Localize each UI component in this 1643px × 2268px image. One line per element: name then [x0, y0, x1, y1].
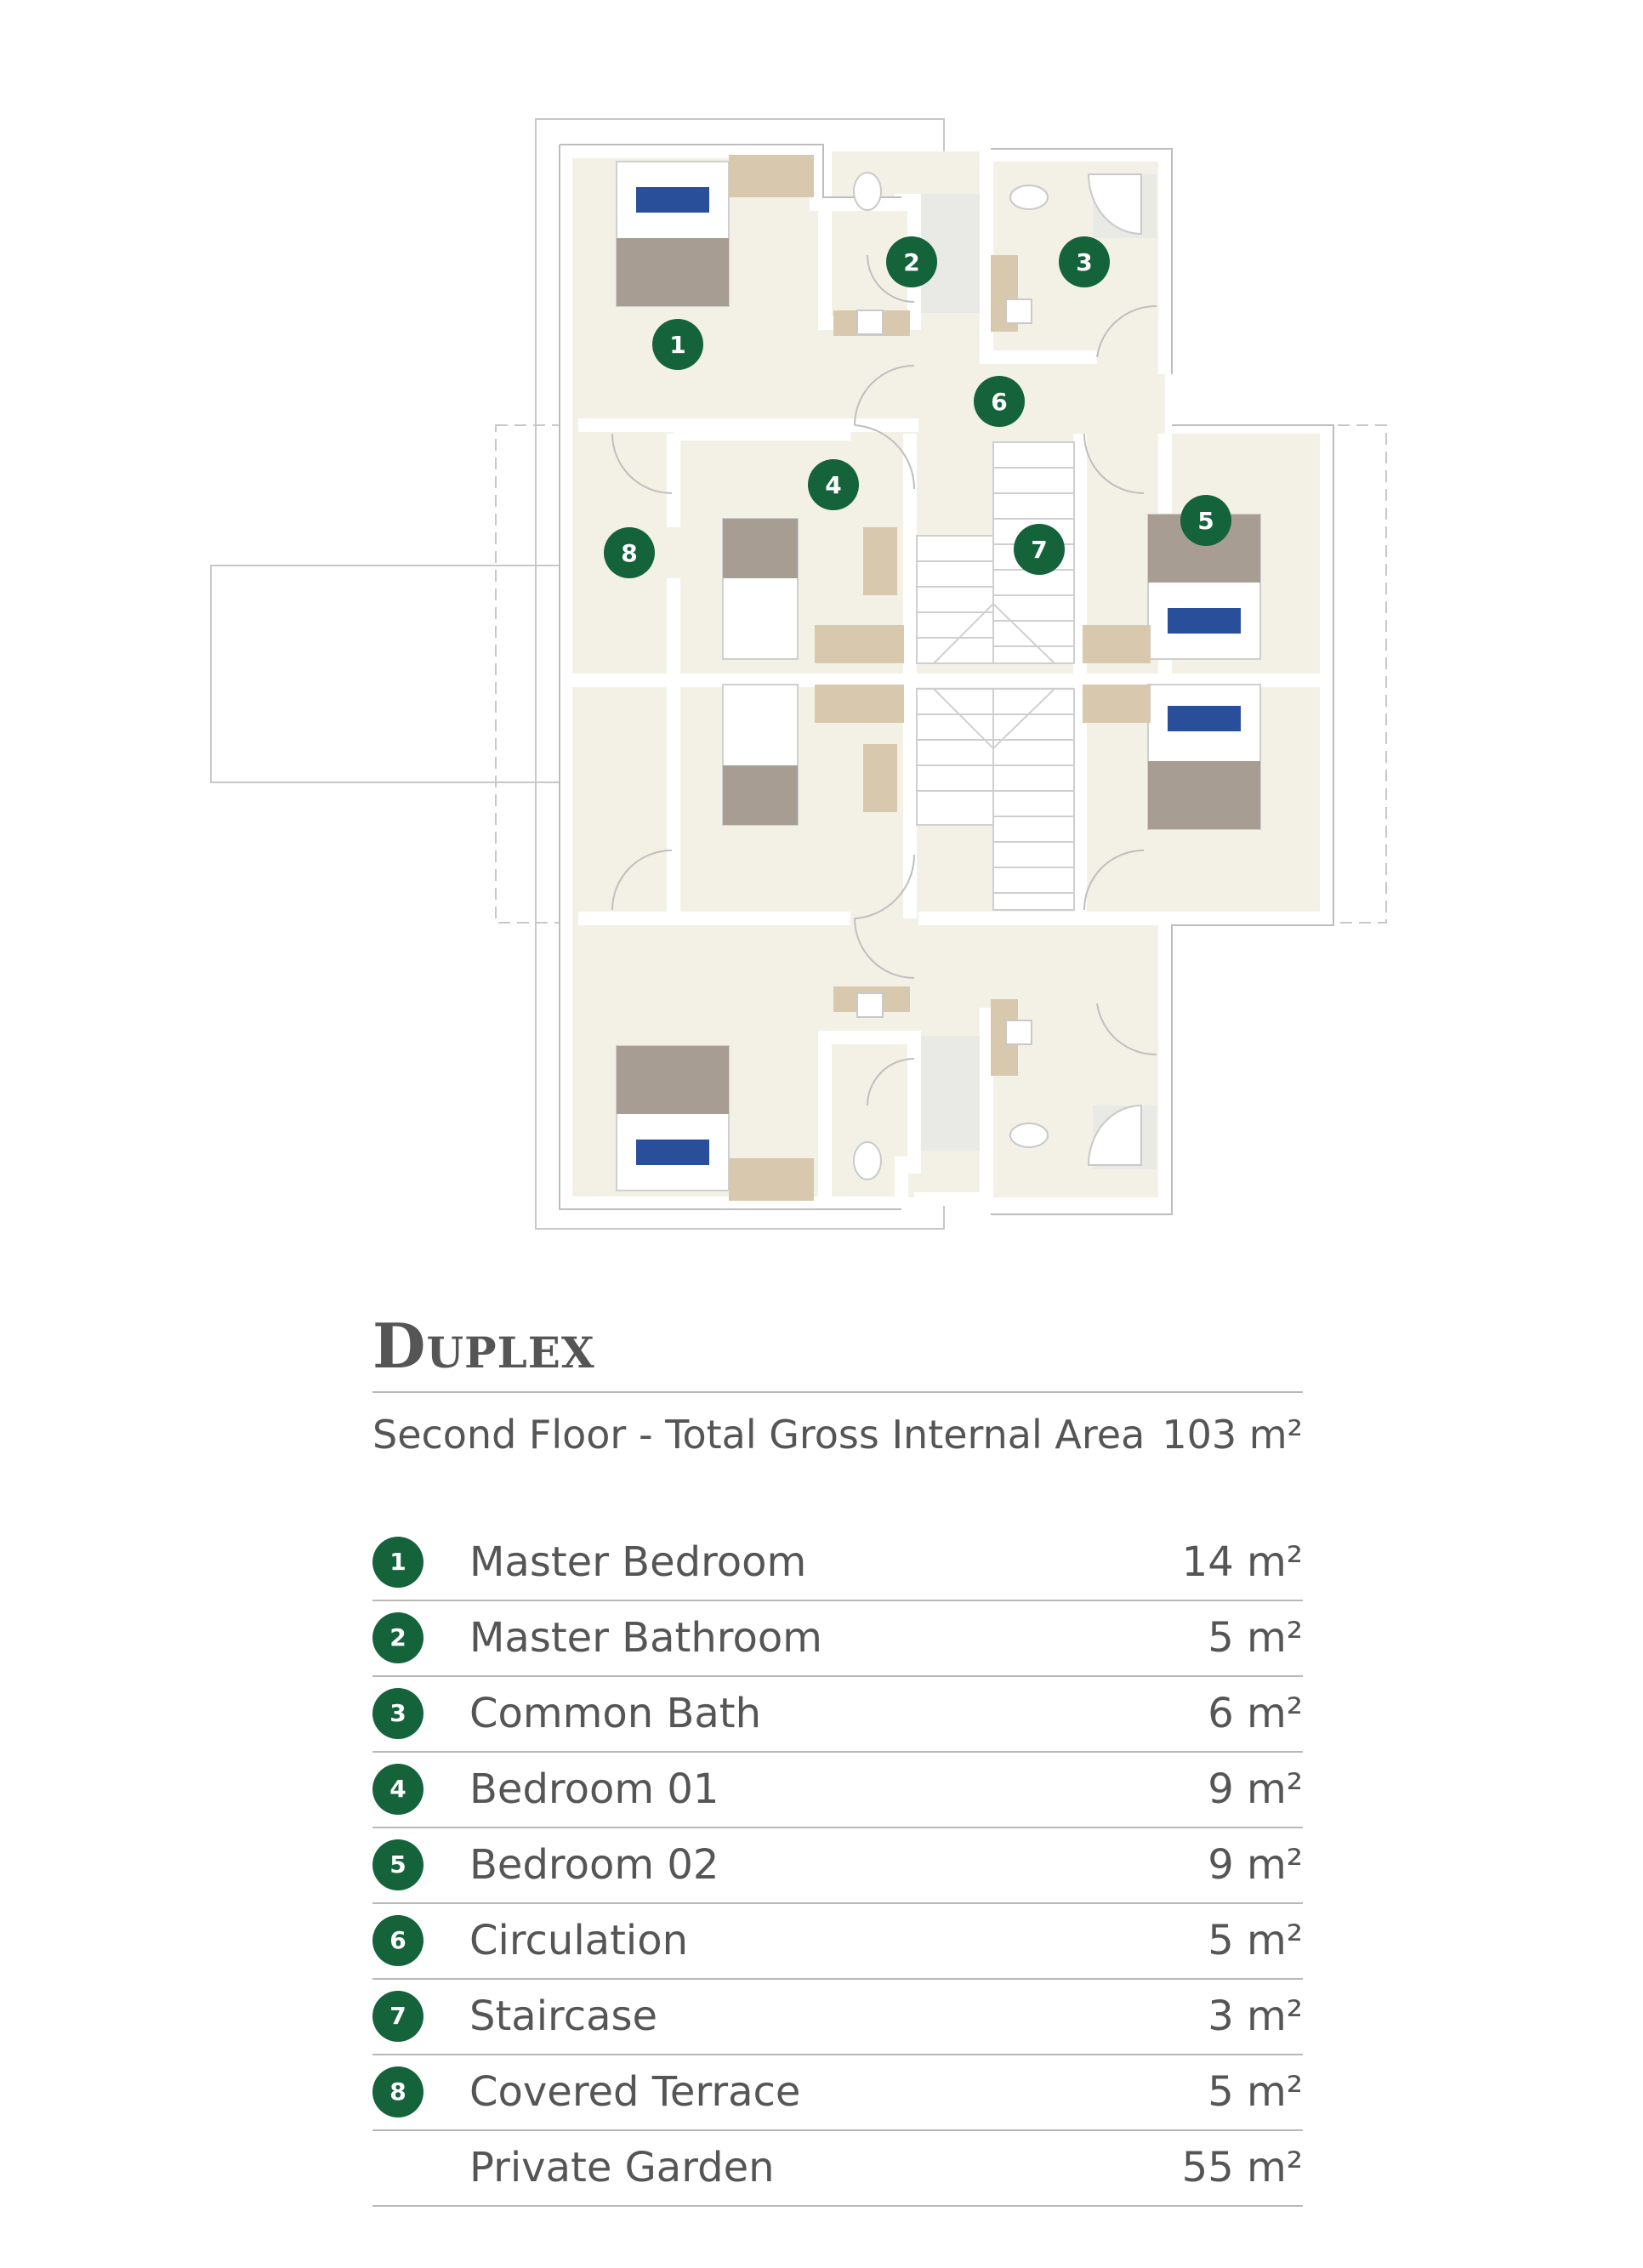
- room-row: 8 Covered Terrace 5 m²: [372, 2056, 1303, 2131]
- bed-icon: [722, 684, 799, 826]
- room-name: Bedroom 02: [469, 1841, 719, 1889]
- room-row: 1 Master Bedroom 14 m²: [372, 1526, 1303, 1601]
- room-marker-label: 1: [669, 331, 685, 359]
- bed-icon: [1147, 684, 1261, 830]
- walls: [559, 145, 1333, 1214]
- room-name: Circulation: [469, 1917, 689, 1964]
- room-marker-label: 6: [991, 388, 1007, 416]
- room-area: 55 m²: [1181, 2144, 1303, 2191]
- door-swings: [611, 254, 1157, 1106]
- room-area: 5 m²: [1208, 1614, 1303, 1662]
- room-marker-6: [974, 376, 1025, 427]
- title-divider: [372, 1391, 1303, 1393]
- wardrobes: [729, 155, 1151, 1201]
- room-area: 14 m²: [1181, 1538, 1303, 1586]
- room-list: 1 Master Bedroom 14 m² 2 Master Bathroom…: [372, 1526, 1303, 2208]
- room-name: Staircase: [469, 1992, 658, 2040]
- room-marker-label: 7: [1031, 536, 1047, 564]
- room-marker-7: [1014, 524, 1065, 575]
- room-marker-5: [1180, 495, 1231, 546]
- room-marker-label: 8: [621, 539, 637, 567]
- room-marker-3: [1059, 236, 1110, 287]
- room-number-badge: 5: [372, 1839, 424, 1890]
- room-name: Common Bath: [469, 1690, 762, 1737]
- page-title: Duplex: [372, 1310, 595, 1382]
- room-marker-label: 5: [1197, 507, 1214, 535]
- room-number-badge: 2: [372, 1612, 424, 1663]
- room-area: 9 m²: [1208, 1841, 1303, 1889]
- shower-tray-icon: [1087, 173, 1142, 1166]
- room-number-badge: 7: [372, 1991, 424, 2042]
- room-marker-2: [886, 236, 937, 287]
- floor-plan: 1 2 3 4 5 6 7 8: [210, 118, 1387, 1230]
- room-marker-8: [604, 527, 655, 578]
- room-row: 3 Common Bath 6 m²: [372, 1678, 1303, 1753]
- room-marker-label: 2: [903, 248, 919, 276]
- room-number-badge: 1: [372, 1537, 424, 1588]
- wall-edges: [559, 144, 1334, 1215]
- room-area: 6 m²: [1208, 1690, 1303, 1737]
- bed-icon: [616, 1045, 730, 1191]
- room-number-badge: 3: [372, 1688, 424, 1739]
- room-number-badge: 4: [372, 1764, 424, 1815]
- room-row: Private Garden 55 m²: [372, 2132, 1303, 2207]
- room-name: Master Bathroom: [469, 1614, 822, 1662]
- bed-icon: [616, 161, 730, 307]
- room-marker-label: 4: [825, 471, 841, 499]
- toilet-icon: [853, 172, 1049, 1180]
- room-name: Covered Terrace: [469, 2068, 801, 2116]
- room-name: Private Garden: [469, 2144, 775, 2191]
- floor-summary-label: Second Floor - Total Gross Internal Area: [372, 1412, 1146, 1458]
- room-area: 5 m²: [1208, 2068, 1303, 2116]
- room-area: 3 m²: [1208, 1992, 1303, 2040]
- room-marker-label: 3: [1076, 248, 1092, 276]
- room-area: 9 m²: [1208, 1765, 1303, 1813]
- bed-icon: [1147, 514, 1261, 660]
- floor-summary-value: 103 m²: [1162, 1412, 1303, 1458]
- bed-icon: [722, 518, 799, 660]
- room-row: 5 Bedroom 02 9 m²: [372, 1829, 1303, 1904]
- room-row: 2 Master Bathroom 5 m²: [372, 1602, 1303, 1677]
- room-number-badge: 6: [372, 1915, 424, 1966]
- room-area: 5 m²: [1208, 1917, 1303, 1964]
- room-number-badge: 8: [372, 2066, 424, 2117]
- room-row: 6 Circulation 5 m²: [372, 1905, 1303, 1980]
- floor-summary: Second Floor - Total Gross Internal Area…: [372, 1412, 1303, 1459]
- room-row: 4 Bedroom 01 9 m²: [372, 1754, 1303, 1828]
- room-marker-1: [652, 319, 703, 370]
- room-name: Master Bedroom: [469, 1538, 807, 1586]
- room-name: Bedroom 01: [469, 1765, 719, 1813]
- room-marker-4: [808, 459, 859, 510]
- room-row: 7 Staircase 3 m²: [372, 1981, 1303, 2055]
- room-markers: 1 2 3 4 5 6 7 8: [604, 236, 1231, 578]
